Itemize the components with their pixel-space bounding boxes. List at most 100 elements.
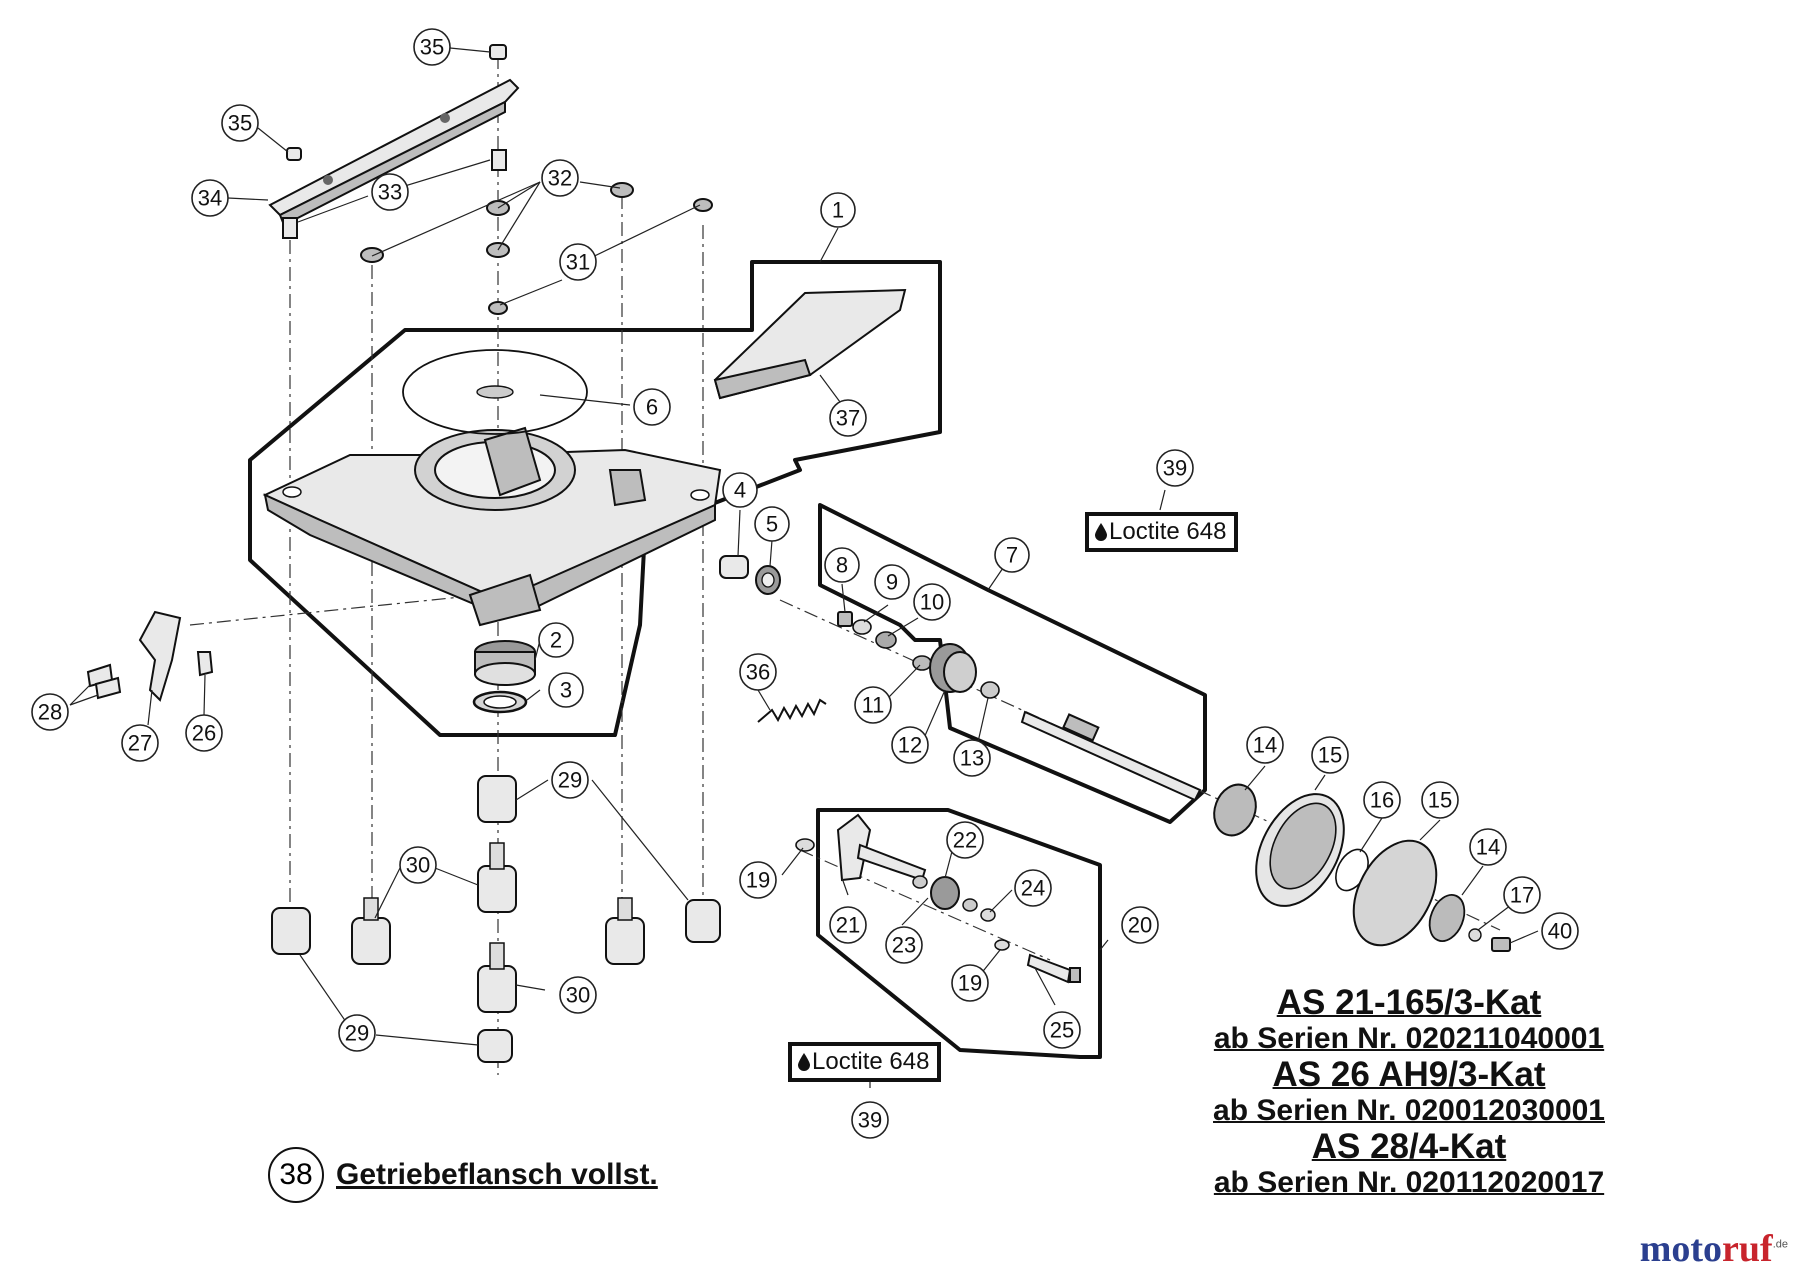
shaft-group-outline xyxy=(818,503,1207,824)
callout-15a: 15 xyxy=(1311,736,1349,774)
svg-text:24: 24 xyxy=(1021,876,1045,901)
callout-15b: 15 xyxy=(1421,781,1459,819)
brand-suffix: .de xyxy=(1772,1238,1788,1251)
model-name: AS 21-165/3-Kat xyxy=(1276,983,1542,1022)
loctite-label-text: Loctite 648 xyxy=(1109,518,1227,545)
svg-text:40: 40 xyxy=(1548,919,1572,944)
svg-text:26: 26 xyxy=(192,721,216,746)
svg-text:19: 19 xyxy=(958,971,982,996)
svg-text:11: 11 xyxy=(862,693,885,718)
svg-text:19: 19 xyxy=(746,868,770,893)
drop-icon xyxy=(798,1053,810,1071)
svg-text:28: 28 xyxy=(38,700,62,725)
callout-11: 11 xyxy=(854,686,892,724)
lever-group-outline xyxy=(816,808,1102,1059)
callout-32: 32 xyxy=(541,159,579,197)
callout-20: 20 xyxy=(1121,906,1159,944)
loctite-label-top: Loctite 648 xyxy=(1085,512,1239,552)
bushing-and-bearing xyxy=(719,555,781,595)
lever-components xyxy=(795,813,1081,984)
callout-28: 28 xyxy=(31,693,69,731)
callout-1: 1 xyxy=(820,192,856,228)
callout-26: 26 xyxy=(185,714,223,752)
callout-2: 2 xyxy=(538,622,574,658)
svg-text:39: 39 xyxy=(1163,456,1187,481)
callout-22: 22 xyxy=(946,821,984,859)
callout-29b: 29 xyxy=(338,1014,376,1052)
cover-plate xyxy=(713,288,907,400)
top-bracket xyxy=(268,78,520,227)
svg-text:36: 36 xyxy=(746,660,770,685)
svg-text:4: 4 xyxy=(734,478,746,503)
svg-text:23: 23 xyxy=(892,933,916,958)
callout-23: 23 xyxy=(885,926,923,964)
callout-34: 34 xyxy=(191,179,229,217)
callout-30b: 30 xyxy=(559,976,597,1014)
callout-balloons: 35 35 34 33 32 31 1 6 37 39 7 4 5 8 9 10… xyxy=(31,28,1579,1139)
caption-number: 38 xyxy=(268,1147,324,1203)
callout-36: 36 xyxy=(739,653,777,691)
svg-text:30: 30 xyxy=(566,983,590,1008)
model-name: AS 26 AH9/3-Kat xyxy=(1272,1055,1546,1094)
svg-text:22: 22 xyxy=(953,828,977,853)
callout-14a: 14 xyxy=(1246,726,1284,764)
serial-range: ab Serien Nr. 020012030001 xyxy=(1213,1094,1605,1127)
svg-text:39: 39 xyxy=(858,1108,882,1133)
svg-text:29: 29 xyxy=(558,768,582,793)
callout-25: 25 xyxy=(1043,1011,1081,1049)
shaft-components xyxy=(837,611,1202,802)
callout-5: 5 xyxy=(754,506,790,542)
callout-31: 31 xyxy=(559,243,597,281)
callout-8: 8 xyxy=(824,547,860,583)
svg-text:31: 31 xyxy=(566,250,590,275)
callout-7: 7 xyxy=(994,537,1030,573)
callout-29a: 29 xyxy=(551,761,589,799)
svg-text:20: 20 xyxy=(1128,913,1152,938)
callout-4: 4 xyxy=(722,472,758,508)
callout-24: 24 xyxy=(1014,869,1052,907)
svg-text:21: 21 xyxy=(836,913,860,938)
callout-39-top: 39 xyxy=(1156,449,1194,487)
svg-text:5: 5 xyxy=(766,512,778,537)
callout-30a: 30 xyxy=(399,846,437,884)
svg-text:13: 13 xyxy=(960,746,984,771)
rubber-dampers xyxy=(271,775,721,1063)
svg-text:35: 35 xyxy=(228,111,252,136)
model-name: AS 28/4-Kat xyxy=(1311,1127,1507,1166)
svg-text:9: 9 xyxy=(886,570,898,595)
svg-text:25: 25 xyxy=(1050,1018,1074,1043)
callout-27: 27 xyxy=(121,724,159,762)
svg-text:14: 14 xyxy=(1253,733,1277,758)
shaft-seal xyxy=(472,690,528,714)
brand-name-part-b: ruf xyxy=(1722,1228,1773,1270)
tension-spring xyxy=(757,698,827,723)
callout-14b: 14 xyxy=(1469,828,1507,866)
callout-16: 16 xyxy=(1363,781,1401,819)
svg-text:32: 32 xyxy=(548,166,572,191)
svg-text:37: 37 xyxy=(836,406,860,431)
brand-name-part-a: moto xyxy=(1639,1228,1723,1270)
svg-text:15: 15 xyxy=(1428,788,1452,813)
svg-text:34: 34 xyxy=(198,186,222,211)
flange-group-outline xyxy=(248,260,942,737)
callout-37: 37 xyxy=(829,399,867,437)
svg-text:10: 10 xyxy=(920,590,944,615)
callout-35a: 35 xyxy=(413,28,451,66)
svg-text:12: 12 xyxy=(898,733,922,758)
svg-text:27: 27 xyxy=(128,731,152,756)
brand-watermark: motoruf.de xyxy=(1640,1227,1788,1271)
svg-text:16: 16 xyxy=(1370,788,1394,813)
svg-text:14: 14 xyxy=(1476,835,1500,860)
svg-text:30: 30 xyxy=(406,853,430,878)
callout-12: 12 xyxy=(891,726,929,764)
svg-text:29: 29 xyxy=(345,1021,369,1046)
serial-range: ab Serien Nr. 020211040001 xyxy=(1213,1022,1605,1055)
callout-19a: 19 xyxy=(739,861,777,899)
callout-17: 17 xyxy=(1503,876,1541,914)
assembly-caption: 38 Getriebeflansch vollst. xyxy=(268,1147,658,1203)
svg-text:3: 3 xyxy=(560,678,572,703)
loctite-label-text: Loctite 648 xyxy=(812,1048,930,1075)
callout-19b: 19 xyxy=(951,964,989,1002)
